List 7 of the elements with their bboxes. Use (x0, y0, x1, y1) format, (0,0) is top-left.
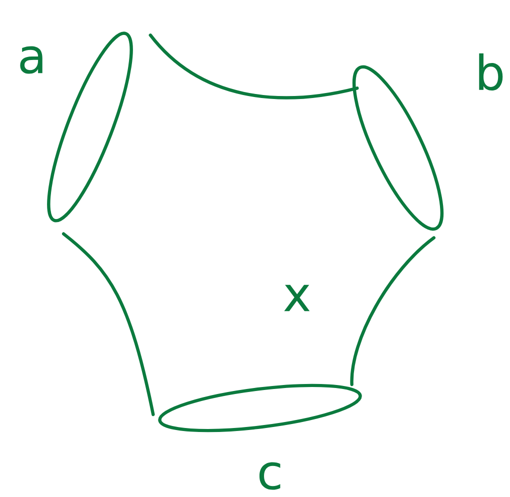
variable-label: x (284, 284, 310, 312)
curve-line (62, 232, 155, 416)
beside-label: a (20, 46, 42, 74)
beside-label: c (259, 462, 280, 490)
curve-line (148, 34, 359, 100)
beside-label: b (479, 53, 503, 91)
curve-line (350, 236, 436, 386)
